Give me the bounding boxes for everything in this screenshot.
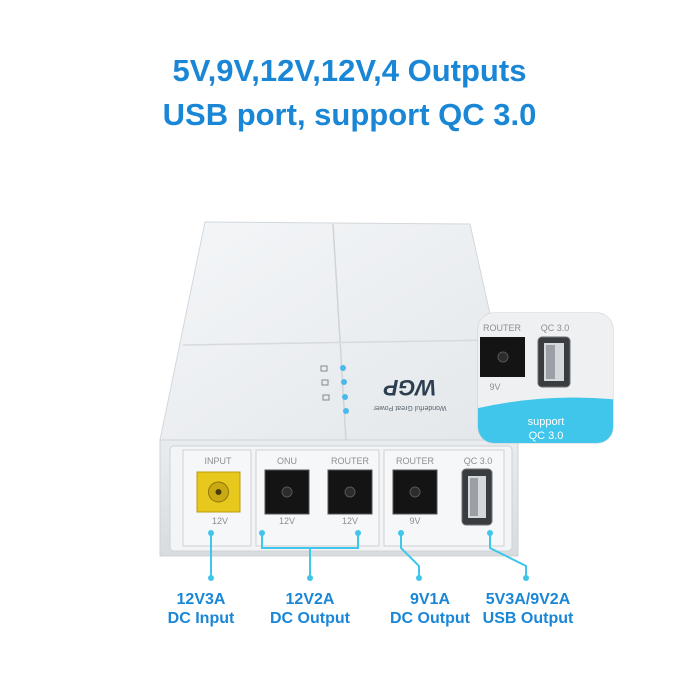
voltage-label-onu: 12V <box>279 516 295 526</box>
callout-dc-input-rating: 12V3A <box>176 591 226 608</box>
port-label-router-12v: ROUTER <box>331 456 370 466</box>
port-label-onu: ONU <box>277 456 297 466</box>
headline-line-2: USB port, support QC 3.0 <box>162 97 537 132</box>
badge-line-1: support <box>528 416 565 428</box>
voltage-label-router-9v: 9V <box>409 516 420 526</box>
port-label-qc: QC 3.0 <box>464 456 493 466</box>
callout-dc-output-9v-type: DC Output <box>390 610 470 627</box>
dc-output-port-onu <box>264 469 310 515</box>
inset-label-router: ROUTER <box>483 323 522 333</box>
dc-output-port-router-9v <box>392 469 438 515</box>
brand-logo: WGP Wonderful Great Power <box>373 375 447 411</box>
callout-lines <box>210 533 527 577</box>
callout-dc-output-9v-rating: 9V1A <box>409 591 451 608</box>
callout-dc-output-9v: 9V1A DC Output <box>382 590 478 628</box>
svg-text:Wonderful Great Power: Wonderful Great Power <box>373 404 447 411</box>
callout-dots <box>208 530 529 581</box>
badge-line-2: QC 3.0 <box>529 430 564 442</box>
voltage-label-router-12v: 12V <box>342 516 358 526</box>
inset-label-qc: QC 3.0 <box>541 323 570 333</box>
callout-dc-output-12v-type: DC Output <box>270 610 350 627</box>
callout-dc-output-12v: 12V2A DC Output <box>255 590 365 628</box>
dc-input-port <box>196 471 241 513</box>
callout-dc-output-12v-rating: 12V2A <box>285 591 335 608</box>
svg-text:WGP: WGP <box>383 375 436 400</box>
zoom-inset: ROUTER QC 3.0 9V support QC 3.0 <box>477 312 614 444</box>
callout-usb-output-type: USB Output <box>482 610 574 627</box>
callout-usb-output: 5V3A/9V2A USB Output <box>474 590 582 628</box>
port-label-router-9v: ROUTER <box>396 456 435 466</box>
power-bank-device: WGP Wonderful Great Power INPUT ONU ROUT… <box>159 221 519 557</box>
callout-dc-input-type: DC Input <box>167 610 235 627</box>
qc-support-badge <box>478 397 613 443</box>
status-led-column <box>320 365 349 414</box>
usb-qc-port <box>461 468 493 526</box>
callout-dc-input: 12V3A DC Input <box>151 590 251 628</box>
headline-line-1: 5V,9V,12V,12V,4 Outputs <box>172 53 527 88</box>
dc-output-port-router-12v <box>327 469 373 515</box>
voltage-label-input: 12V <box>212 516 228 526</box>
callout-usb-output-rating: 5V3A/9V2A <box>485 591 571 608</box>
inset-label-9v: 9V <box>489 382 500 392</box>
port-label-input: INPUT <box>205 456 233 466</box>
